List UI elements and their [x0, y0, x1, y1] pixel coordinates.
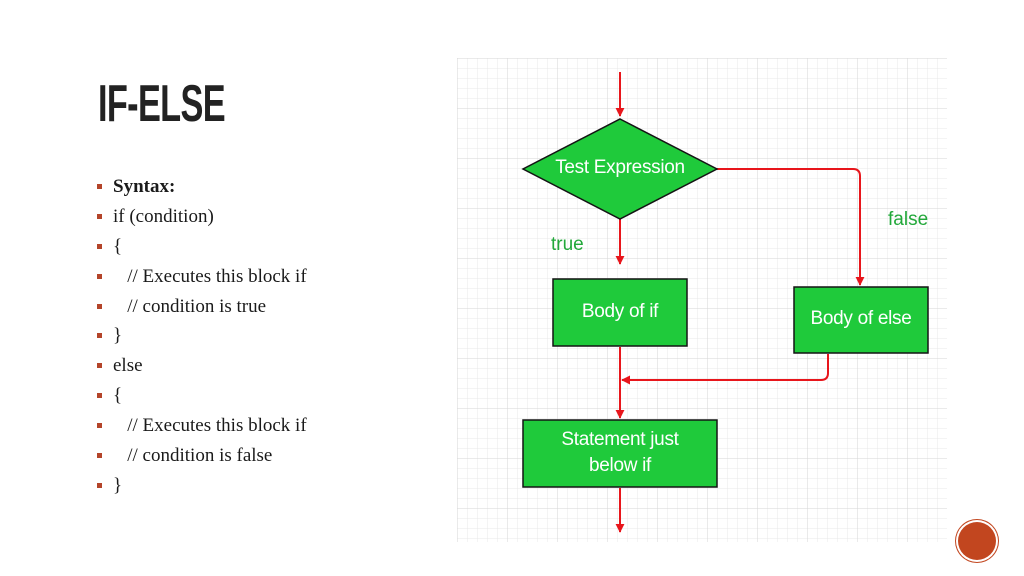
bullet-text: if (condition) — [113, 205, 214, 227]
flowchart-canvas — [457, 58, 947, 542]
body-if-label: Body of if — [581, 301, 659, 322]
bullet-marker — [97, 184, 102, 189]
bullet-marker — [97, 393, 102, 399]
bullet-marker — [97, 333, 102, 339]
bullet-marker — [97, 453, 102, 459]
bullet-text: // condition is false — [113, 445, 273, 467]
bullet-marker — [97, 423, 102, 429]
true-branch-label: true — [551, 234, 584, 255]
bullet-text: // Executes this block if — [113, 415, 307, 437]
bullet-text: // condition is true — [113, 295, 267, 317]
body-else-box — [793, 286, 929, 354]
bullet-marker — [97, 273, 102, 279]
bullet-marker — [97, 303, 102, 309]
decision-label: Test Expression — [555, 157, 685, 178]
bullet-text: // Executes this block if — [113, 265, 307, 287]
if-else-flowchart: Test Expression Body of if Body of else … — [457, 58, 947, 542]
bullet-text: } — [113, 325, 123, 347]
else-merge-arrow — [621, 354, 829, 385]
bullet-text: { — [113, 385, 123, 407]
statement-box — [522, 419, 718, 488]
bullet-marker — [97, 243, 102, 249]
bullet-text: } — [113, 474, 123, 496]
bullet-text: Syntax: — [113, 176, 176, 197]
slide-title: IF-ELSE — [98, 75, 226, 133]
bullet-text: else — [113, 355, 143, 377]
bullet-text: { — [113, 235, 123, 257]
statement-label-line2: below if — [588, 455, 652, 476]
false-branch-label: false — [888, 209, 929, 230]
decision-diamond — [521, 118, 719, 220]
statement-label-line1: Statement just — [561, 429, 679, 450]
bullet-marker — [97, 363, 102, 369]
slide-number-badge — [958, 522, 996, 560]
false-arrow — [715, 168, 865, 286]
body-if-box — [552, 278, 688, 347]
bullet-marker — [97, 213, 102, 219]
bullet-marker — [97, 482, 102, 488]
body-else-label: Body of else — [810, 308, 912, 329]
